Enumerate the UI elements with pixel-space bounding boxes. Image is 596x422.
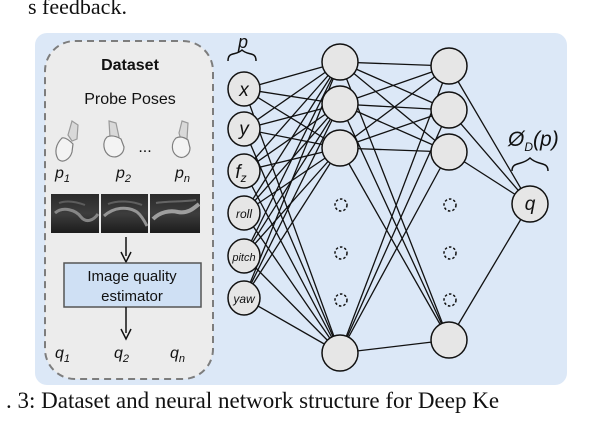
ultrasound-image-2	[101, 194, 149, 233]
output-group-label: ØD(p)	[507, 128, 559, 154]
probe-icon-2	[103, 120, 125, 158]
hidden2-placeholder-1	[443, 198, 457, 212]
svg-text:x: x	[238, 80, 250, 101]
dataset-title: Dataset	[101, 57, 159, 74]
pose-label-p1: p1	[54, 165, 70, 185]
input-node-x: x	[227, 71, 261, 107]
hidden1-node-3	[321, 129, 359, 167]
hidden2-placeholder-3	[443, 293, 457, 307]
quality-label-q1: q1	[55, 345, 70, 365]
input-node-fz: fz	[227, 153, 261, 189]
svg-text:q: q	[525, 194, 536, 215]
arrow-to-quality	[120, 307, 132, 341]
svg-text:pitch: pitch	[231, 252, 255, 264]
probe-poses-label: Probe Poses	[84, 91, 176, 108]
hidden1-placeholder-2	[334, 246, 348, 260]
input-node-roll: roll	[227, 195, 261, 231]
hidden1-node-last	[321, 334, 359, 372]
network-edge	[243, 61, 341, 172]
network-edge	[243, 212, 341, 354]
network-edge	[243, 147, 341, 299]
pose-label-pn: pn	[174, 165, 190, 185]
output-node-q: q	[511, 185, 549, 223]
hidden2-node-last	[430, 321, 468, 359]
quality-label-qn: qn	[170, 345, 185, 365]
hidden2-node-1	[430, 47, 468, 85]
network-edge	[339, 103, 450, 341]
hidden1-placeholder-3	[334, 293, 348, 307]
network-edge	[243, 61, 341, 130]
svg-text:yaw: yaw	[232, 292, 256, 306]
ultrasound-image-3	[150, 194, 201, 233]
probe-icon-1	[55, 120, 79, 162]
arrow-to-estimator	[120, 237, 132, 264]
network-edge	[339, 65, 450, 105]
network-edge	[448, 65, 531, 205]
input-node-y: y	[227, 111, 261, 147]
input-brace	[227, 48, 257, 62]
hidden2-node-3	[430, 133, 468, 171]
svg-text:roll: roll	[236, 207, 252, 221]
network-edge	[339, 109, 450, 149]
ultrasound-image-1	[51, 194, 100, 233]
network-edge	[243, 103, 341, 299]
network-edge	[243, 170, 341, 354]
probe-icon-3	[171, 120, 191, 159]
hidden2-placeholder-2	[443, 246, 457, 260]
svg-text:fz: fz	[235, 162, 246, 185]
hidden1-node-2	[321, 85, 359, 123]
network-edge	[243, 61, 341, 214]
input-group-label: p	[237, 32, 248, 52]
quality-label-q2: q2	[114, 345, 129, 365]
network-edge	[448, 109, 531, 205]
network-edge	[448, 203, 531, 341]
hidden1-node-1	[321, 43, 359, 81]
input-node-yaw: yaw	[227, 280, 261, 316]
network-edge	[243, 88, 341, 149]
network-edge	[339, 147, 450, 341]
network-edge	[339, 65, 450, 149]
estimator-label-line2: estimator	[101, 288, 163, 305]
input-node-pitch: pitch	[227, 238, 261, 274]
hidden1-placeholder-1	[334, 198, 348, 212]
pose-label-p2: p2	[115, 165, 131, 185]
network-edge	[339, 61, 450, 111]
figure-caption: . 3: Dataset and neural network structur…	[6, 388, 500, 413]
probe-ellipsis: ...	[138, 139, 151, 156]
image-quality-estimator-box	[63, 262, 202, 308]
header-text-fragment: s feedback.	[28, 0, 127, 19]
network-edge	[339, 151, 450, 354]
network-edge	[339, 103, 450, 153]
output-brace	[511, 156, 549, 172]
estimator-label-line1: Image quality	[87, 268, 177, 285]
svg-text:y: y	[237, 119, 250, 140]
hidden2-node-2	[430, 91, 468, 129]
